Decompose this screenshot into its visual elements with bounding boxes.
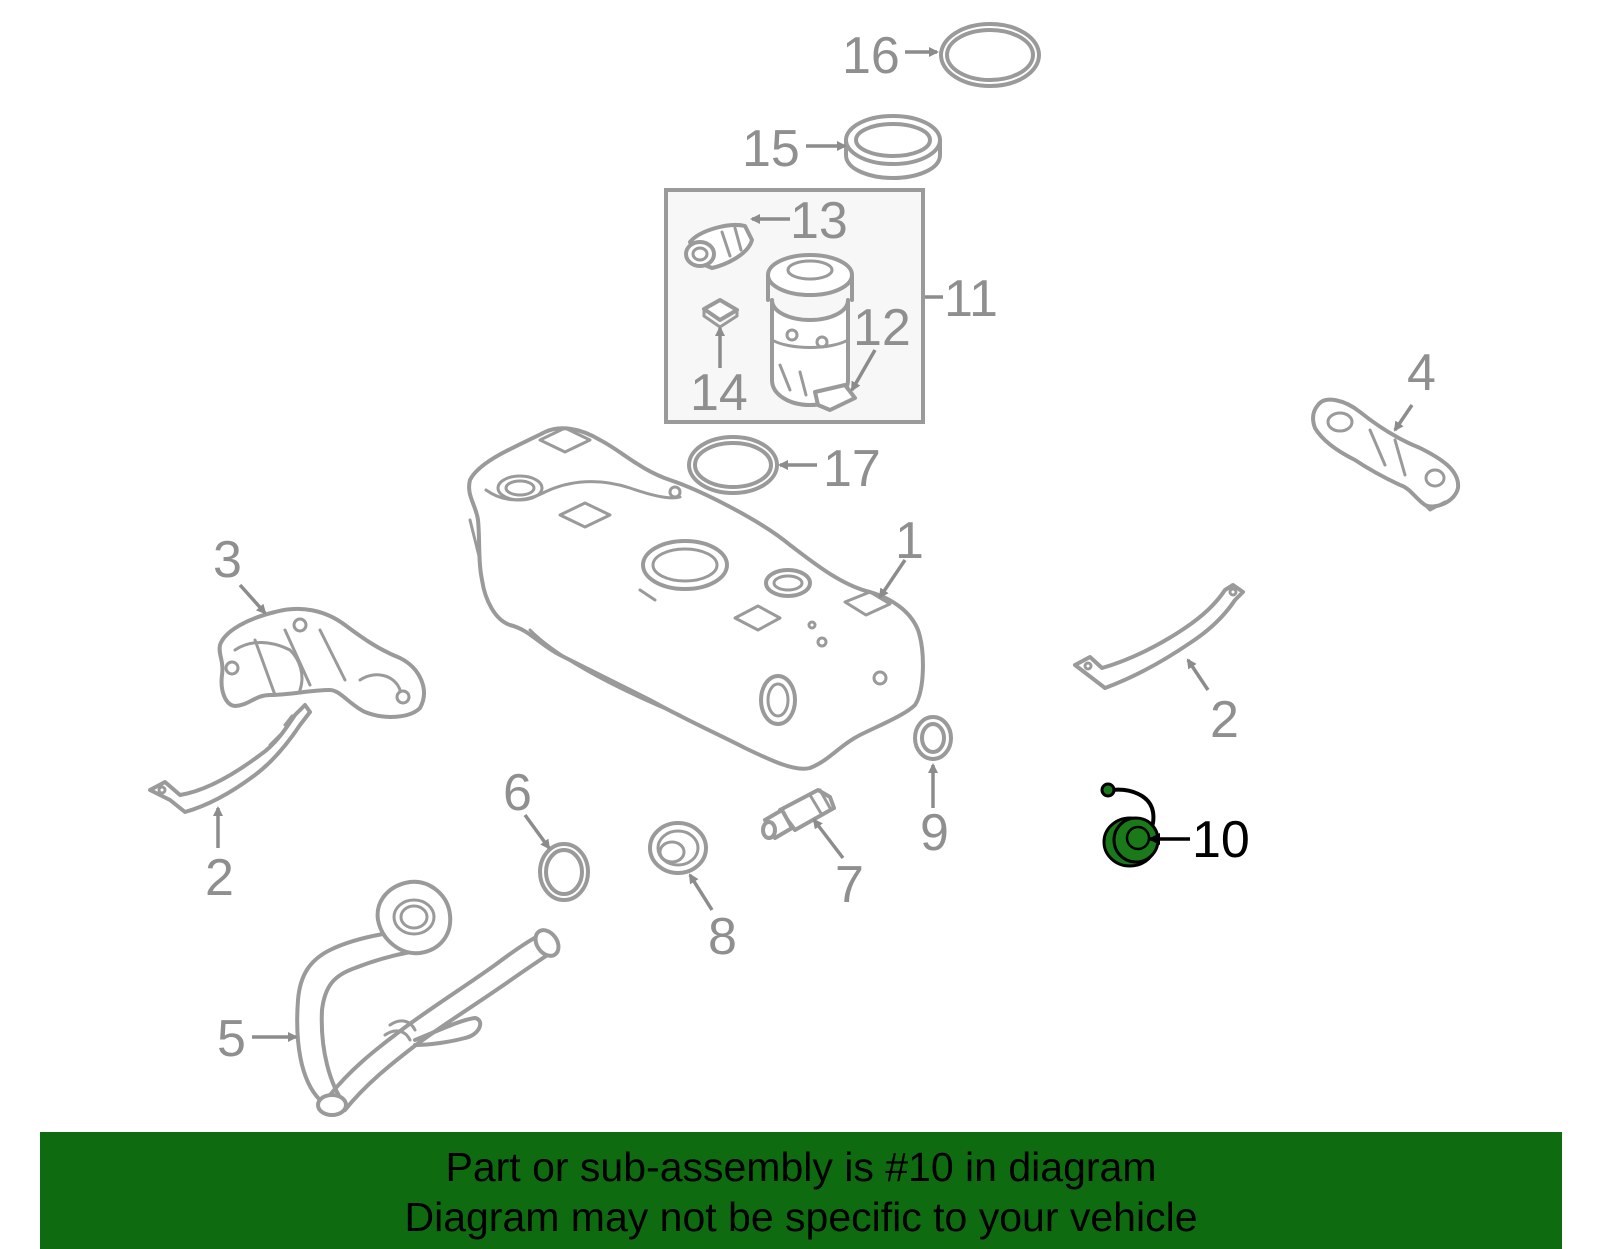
part-13-connector [684,223,754,270]
part-16-gasket-ring [939,22,1041,88]
part-3-heat-shield [217,606,426,719]
callout-8: 8 [708,908,737,966]
callout-1: 1 [895,512,924,570]
banner-line-2: Diagram may not be specific to your vehi… [404,1194,1198,1240]
part-4-heat-shield [1311,397,1461,512]
callout-17: 17 [823,440,881,498]
callout-15: 15 [742,120,800,178]
callout-13: 13 [790,192,848,250]
part-17-gasket [687,435,779,495]
leader-arrows [213,47,1414,1042]
banner-line-1: Part or sub-assembly is #10 in diagram [445,1144,1157,1190]
part-10-fuel-cap-highlighted [1100,782,1160,868]
part-8-grommet [648,821,708,875]
part-5-filler-pipe [295,879,561,1117]
callout-7: 7 [835,856,864,914]
callout-12: 12 [853,299,911,357]
callout-numbers: 16 15 13 11 12 14 17 1 3 4 2 2 6 9 7 8 5… [205,27,1436,1068]
callout-4: 4 [1407,344,1436,402]
info-banner: Part or sub-assembly is #10 in diagram D… [40,1132,1562,1249]
part-7-valve [761,788,836,840]
callout-9: 9 [920,804,949,862]
callout-11: 11 [944,270,998,328]
part-2-strap-left [148,703,312,814]
part-9-seal [913,715,953,761]
part-1-fuel-tank [467,426,925,771]
callout-5: 5 [217,1010,246,1068]
callout-6: 6 [503,764,532,822]
part-2-strap-right [1073,583,1245,690]
part-6-o-ring [538,842,590,902]
callout-16: 16 [842,27,900,85]
callout-10-highlighted: 10 [1192,811,1250,869]
callout-14: 14 [690,364,748,422]
part-15-lock-ring [844,114,942,180]
part-12-fuel-pump [766,253,857,412]
callout-3: 3 [213,531,242,589]
callout-2-left: 2 [205,849,234,907]
callout-2-right: 2 [1210,691,1239,749]
